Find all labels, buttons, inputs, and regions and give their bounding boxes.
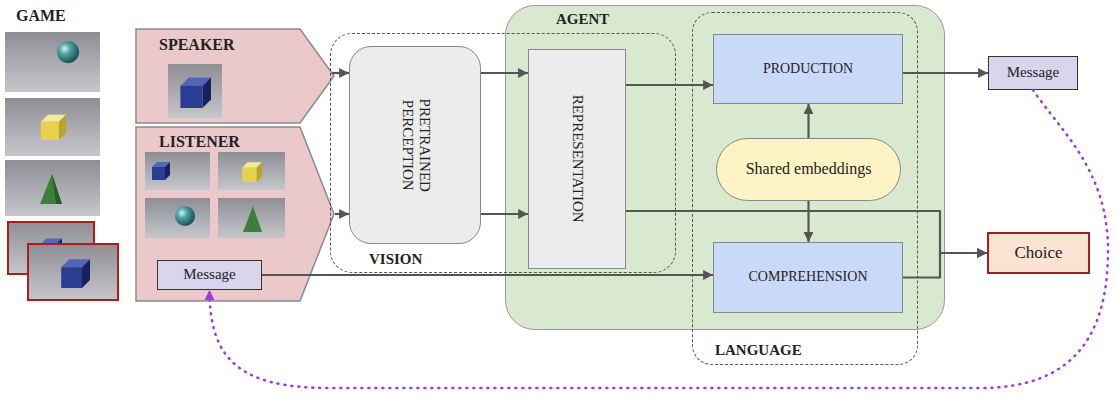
node-label: PRETRAINED PERCEPTION	[398, 83, 433, 208]
node-label: SPEAKER	[159, 36, 235, 54]
embedding-pill: Shared embeddings	[716, 138, 901, 201]
speaker-image	[168, 64, 222, 118]
node-label: Choice	[1014, 243, 1062, 263]
node-label: PRODUCTION	[763, 61, 853, 77]
connector-arrow	[807, 201, 809, 242]
choice-box: Choice	[987, 232, 1090, 274]
node-label: COMPREHENSION	[748, 269, 867, 285]
process-box: PRODUCTION	[713, 34, 903, 104]
node-label: VISION	[369, 251, 422, 268]
node-label: Message	[183, 266, 236, 283]
connector-arrow	[626, 84, 713, 86]
language-group: LANGUAGE PRODUCTION Shared embeddingsCOMPR…	[692, 12, 918, 365]
node-label: LISTENER	[159, 133, 240, 151]
node-label: Shared embeddings	[744, 160, 874, 178]
message-box: Message	[157, 260, 262, 290]
representation-module: REPRESENTATION	[528, 49, 626, 269]
connector-arrow	[481, 213, 528, 215]
connector-arrow	[332, 72, 349, 74]
message-box: Message	[988, 56, 1078, 90]
section-label: GAME	[16, 7, 66, 25]
connector-arrow	[626, 211, 987, 253]
listener-images	[145, 152, 285, 238]
connector-arrow	[262, 274, 713, 276]
perception-module: PRETRAINED PERCEPTION	[349, 46, 481, 244]
node-label: Message	[1007, 64, 1060, 81]
node-label: REPRESENTATION	[568, 95, 585, 223]
node-label: AGENT	[556, 11, 609, 28]
connector-arrow	[481, 72, 528, 74]
speaker-panel: SPEAKER	[135, 28, 335, 124]
process-box: COMPREHENSION	[713, 242, 903, 313]
connector-arrow	[335, 213, 349, 215]
connector-arrow	[903, 253, 987, 278]
vision-group: VISION PRETRAINED PERCEPTION	[330, 33, 676, 273]
connector-arrow	[903, 72, 988, 74]
node-label: LANGUAGE	[715, 342, 802, 359]
dotted-feedback-arrow	[210, 90, 1109, 388]
label-holder: GAME	[16, 7, 66, 25]
game-images	[5, 32, 118, 300]
connector-arrow	[807, 104, 809, 138]
